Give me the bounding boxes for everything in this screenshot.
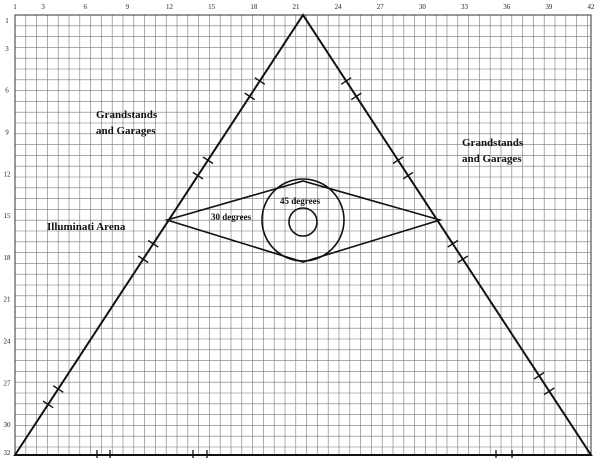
top-tick-label: 1 <box>13 3 17 11</box>
track-tick-mark <box>202 156 214 165</box>
top-tick-label: 27 <box>377 3 385 11</box>
track-tick-mark <box>350 92 362 101</box>
left-tick-labels: 1 3 6 9 12 15 18 21 24 27 30 32 <box>4 17 12 457</box>
grandstands-right-label-line2: and Garages <box>462 153 522 165</box>
track-tick-mark <box>340 77 352 85</box>
top-tick-label: 6 <box>83 3 87 11</box>
top-tick-label: 42 <box>588 3 596 11</box>
grandstands-left-label-line1: Grandstands <box>96 109 158 121</box>
top-tick-label: 30 <box>419 3 427 11</box>
track-tick-mark <box>244 92 256 101</box>
left-tick-label: 1 <box>5 17 9 25</box>
graph-paper-grid <box>14 14 592 456</box>
top-tick-label: 39 <box>545 3 553 11</box>
top-tick-label: 3 <box>41 3 45 11</box>
track-tick-mark <box>457 255 469 264</box>
track-section-ticks <box>42 77 555 409</box>
left-tick-label: 21 <box>4 296 12 304</box>
track-tick-mark <box>402 171 414 180</box>
top-tick-label: 12 <box>166 3 174 11</box>
track-tick-mark <box>447 239 459 248</box>
left-tick-label: 3 <box>5 45 9 53</box>
top-tick-label: 33 <box>461 3 469 11</box>
track-tick-mark <box>147 239 159 248</box>
left-tick-label: 27 <box>4 379 12 387</box>
eye-lens <box>164 180 443 263</box>
top-tick-label: 9 <box>126 3 130 11</box>
angle-30-label: 30 degrees <box>211 212 252 222</box>
left-tick-label: 12 <box>4 170 12 178</box>
track-tick-mark <box>192 171 204 180</box>
left-tick-label: 6 <box>5 87 9 95</box>
track-tick-mark <box>137 255 149 264</box>
arena-label: Illuminati Arena <box>47 221 126 233</box>
top-tick-label: 36 <box>503 3 511 11</box>
left-tick-label: 15 <box>4 212 12 220</box>
track-tick-mark <box>533 371 545 380</box>
track-tick-mark <box>52 385 64 393</box>
left-tick-label: 18 <box>4 254 12 262</box>
top-tick-label: 15 <box>208 3 216 11</box>
track-tick-mark <box>392 156 404 165</box>
grandstands-left-label-line2: and Garages <box>96 125 156 137</box>
eye-iris-circle <box>261 178 345 262</box>
left-tick-label: 9 <box>5 128 9 136</box>
left-tick-label: 32 <box>4 449 12 457</box>
top-tick-label: 24 <box>335 3 343 11</box>
eye-pupil-circle <box>288 207 318 237</box>
angle-45-label: 45 degrees <box>280 196 321 206</box>
track-tick-mark <box>42 400 54 409</box>
left-tick-label: 24 <box>4 338 12 346</box>
top-tick-label: 18 <box>250 3 258 11</box>
pyramid-triangle <box>13 13 593 456</box>
top-tick-label: 21 <box>292 3 300 11</box>
left-tick-label: 30 <box>4 421 12 429</box>
grandstands-right-label-line1: Grandstands <box>462 137 524 149</box>
track-tick-mark <box>543 387 555 396</box>
track-tick-mark <box>254 77 266 85</box>
